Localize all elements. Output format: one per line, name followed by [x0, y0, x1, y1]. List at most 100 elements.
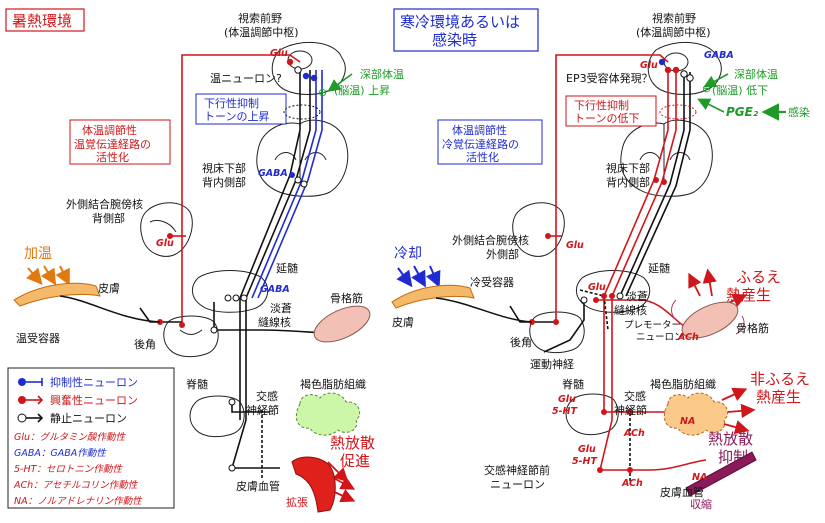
cold-vessel: 皮膚血管 — [660, 485, 704, 499]
cold-cooling: 冷却 — [394, 246, 422, 262]
legend-ach-def: ACh：アセチルコリン作動性 — [13, 480, 139, 491]
cold-poa-label: 視索前野 — [652, 11, 696, 25]
cold-title-box — [393, 8, 539, 52]
cold-preganglionic-1: 交感神経節前 — [484, 463, 550, 477]
cold-ht-sp1: 5-HT — [552, 406, 579, 417]
heat-descending-ring — [283, 104, 321, 120]
cold-ht-sp2: 5-HT — [572, 456, 599, 467]
heat-warm-neuron: 温ニューロン? — [210, 72, 282, 85]
cold-skin-shape — [391, 284, 475, 309]
cold-brainstem — [512, 202, 565, 257]
cold-nonshiver-2: 熱産生 — [756, 388, 801, 406]
legend: 抑制性ニューロン 興奮性ニューロン 静止ニューロン Glu：グルタミン酸作動性 … — [7, 367, 175, 509]
cold-descending-1: 下行性抑制 — [574, 98, 629, 112]
legend-inhibitory: 抑制性ニューロン — [50, 375, 138, 389]
cold-glu-top: Glu — [640, 60, 658, 71]
cold-skin: 皮膚 — [392, 315, 414, 329]
cold-infection: 感染 — [788, 105, 810, 119]
heat-gaba-mid: GABA — [258, 168, 288, 179]
heat-rpa-1: 淡蒼 — [270, 302, 292, 315]
cold-ach-sym1: ACh — [623, 428, 645, 439]
heat-pathway-3: 活性化 — [96, 150, 129, 164]
cold-medulla: 延髄 — [648, 261, 670, 275]
cold-rpa-1: 淡蒼 — [626, 290, 648, 303]
cold-bat-shape — [663, 392, 729, 436]
cold-spinal: 脊髄 — [562, 377, 584, 391]
cold-ep3: EP3受容体発現？ — [566, 71, 653, 85]
heat-deep-temp-1: 深部体温 — [360, 67, 404, 81]
cold-deep-temp-2: (脳温) 低下 — [712, 84, 768, 97]
heat-heating-arrows — [26, 265, 70, 286]
heat-vessel-shape — [291, 456, 336, 513]
legend-box — [7, 367, 175, 509]
cold-cold-receptor: 冷受容器 — [470, 275, 514, 289]
cold-premotor-1: プレモーター — [624, 320, 681, 331]
heat-heat-loss-1: 熱放散 — [330, 434, 375, 452]
heat-neurons — [157, 58, 318, 472]
cold-glu-sp1: Glu — [558, 394, 576, 405]
cold-pathway-2: 冷覚伝達経路の — [442, 138, 519, 151]
legend-resting-symbol — [17, 413, 44, 423]
cold-lpb-2: 外側部 — [486, 247, 519, 261]
heat-dmh-2: 背内側部 — [202, 175, 246, 189]
heat-pathway-2: 温覚伝達経路の — [74, 138, 151, 151]
heat-vessel: 皮膚血管 — [236, 479, 280, 493]
heat-muscle: 骨格筋 — [330, 291, 363, 305]
heat-spinal-upper — [163, 315, 219, 358]
cold-nonshiver-1: 非ふるえ — [750, 370, 810, 388]
cold-minus-sign: ⊖ — [702, 82, 711, 95]
cold-pathway-box — [437, 119, 543, 165]
legend-na-def: NA：ノルアドレナリン作動性 — [14, 496, 143, 507]
heat-panel: 暑熱環境 視索前野 (体温調節中枢) — [5, 8, 404, 513]
heat-medulla-shape — [192, 270, 269, 313]
cold-title-2: 感染時 — [432, 31, 477, 49]
legend-inhibitory-symbol — [18, 378, 43, 386]
legend-glu-def: Glu：グルタミン酸作動性 — [14, 432, 127, 443]
heat-warm-receptor: 温受容器 — [16, 331, 60, 345]
cold-descending-ring — [659, 104, 697, 120]
legend-ht-def: 5-HT：セロトニン作動性 — [14, 464, 123, 475]
cold-descending-box — [565, 95, 657, 127]
cold-title-1: 寒冷環境あるいは — [400, 13, 520, 31]
cold-descending-2: トーンの低下 — [574, 112, 639, 125]
heat-descending-box — [195, 93, 287, 125]
heat-deep-arrow — [327, 73, 353, 92]
cold-ach-muscle: ACh — [677, 332, 699, 343]
legend-excitatory-symbol — [18, 395, 44, 405]
heat-heating: 加温 — [24, 246, 52, 262]
heat-pathway-1: 体温調節性 — [82, 123, 137, 137]
cold-gaba-top: GABA — [704, 50, 734, 61]
heat-poa-label: 視索前野 — [238, 11, 282, 25]
cold-constriction: 収縮 — [690, 497, 712, 511]
cold-receptor-line — [435, 297, 533, 323]
heat-glu-top: Glu — [270, 48, 288, 59]
cold-sympathetic-1: 交感 — [624, 389, 646, 403]
legend-resting: 静止ニューロン — [50, 411, 127, 425]
cold-shivering-1: ふるえ — [736, 268, 781, 286]
cold-ach-sym2: ACh — [621, 478, 643, 489]
cold-glu-lpb: Glu — [566, 240, 584, 251]
cold-pge2: PGE₂ — [726, 105, 759, 119]
cold-rpa-2: 縫線核 — [614, 303, 647, 317]
cold-cooling-arrows — [396, 265, 441, 288]
cold-dorsal-horn: 後角 — [510, 335, 532, 349]
cold-poa-sublabel: (体温調節中枢) — [636, 25, 711, 39]
heat-receptor-line — [59, 295, 161, 323]
cold-heat-loss-1: 熱放散 — [708, 430, 753, 448]
cold-na-vessel: NA — [692, 472, 707, 483]
legend-gaba-def: GABA：GABA作動性 — [14, 448, 107, 459]
cold-spinal-upper — [529, 311, 585, 354]
heat-muscle-shape — [313, 305, 371, 343]
cold-sympathetic-2: 神経節 — [614, 403, 647, 417]
cold-deep-temp-1: 深部体温 — [734, 67, 778, 81]
heat-heat-loss-2: 促進 — [340, 452, 370, 470]
cold-panel: 寒冷環境あるいは 感染時 視索前野 (体温調節中枢) — [391, 8, 810, 511]
cold-glu-low: Glu — [588, 282, 606, 293]
heat-deep-temp-2: (脳温) 上昇 — [334, 84, 390, 97]
cold-lpb-1: 外側結合腕傍核 — [452, 233, 529, 247]
heat-medulla: 延髄 — [276, 261, 298, 275]
heat-gaba-low: GABA — [260, 284, 290, 295]
heat-pathway-box — [69, 119, 171, 165]
cold-dmh-2: 背内側部 — [606, 175, 650, 189]
